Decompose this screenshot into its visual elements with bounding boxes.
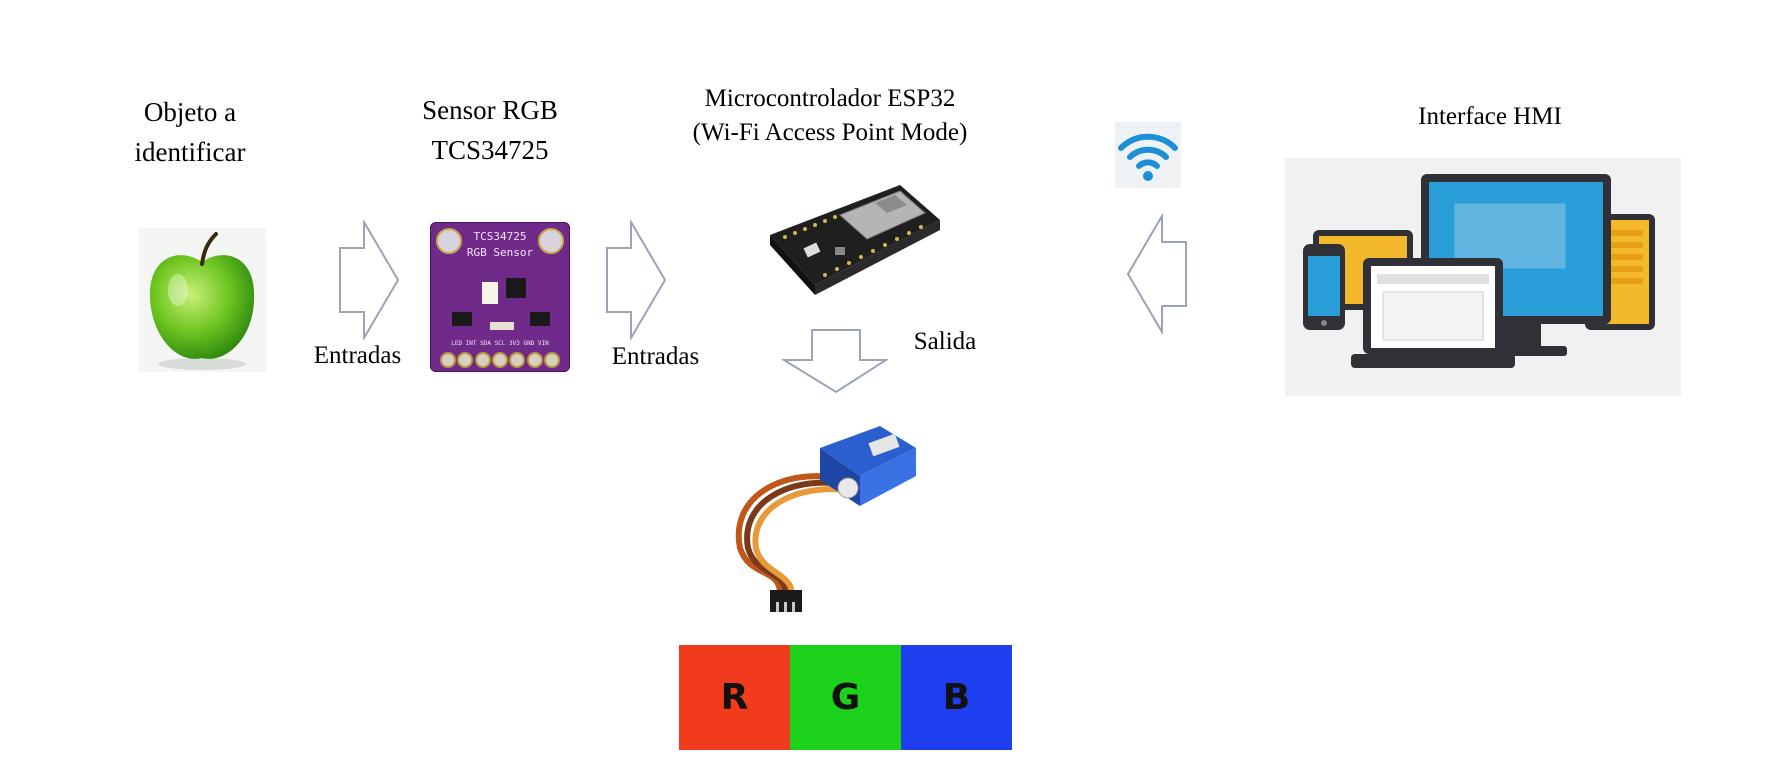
object-label: Objeto a identificar [134, 97, 246, 167]
servo-motor-image [720, 418, 920, 618]
arrow-left-icon [1124, 214, 1188, 334]
resistor [490, 322, 514, 330]
rgb-color-blocks: R G B [679, 645, 1012, 750]
board-text-type: RGB Sensor [466, 246, 534, 259]
mount-hole [436, 228, 462, 254]
mcu-label: Microcontrolador ESP32 (Wi-Fi Access Poi… [692, 85, 968, 146]
input-label-2: Entradas [611, 343, 700, 370]
blue-block: B [901, 645, 1012, 750]
hmi-devices-image [1285, 158, 1681, 396]
led [482, 282, 498, 304]
arrow-down-icon [782, 328, 888, 394]
hmi-label: Interface HMI [1418, 103, 1562, 130]
sensor-label: Sensor RGB TCS34725 [422, 95, 558, 165]
board-text-model: TCS34725 [473, 230, 527, 243]
mount-hole [538, 228, 564, 254]
esp32-board [765, 175, 945, 305]
wifi-icon [1115, 122, 1181, 188]
board-pin-labels: LED INT SDA SCL 3V3 GND VIN [451, 340, 549, 347]
chip [530, 312, 550, 326]
output-label: Salida [913, 328, 977, 355]
chip [452, 312, 472, 326]
input-label-1: Entradas [313, 342, 402, 369]
rgb-sensor-board: TCS34725 RGB Sensor LED INT SDA SCL 3V3 … [430, 222, 570, 372]
chip [506, 278, 526, 298]
arrow-right-icon [605, 220, 669, 340]
green-block: G [790, 645, 901, 750]
apple-image [138, 228, 266, 372]
pin-header [440, 352, 560, 368]
red-block: R [679, 645, 790, 750]
arrow-right-icon [338, 220, 402, 340]
